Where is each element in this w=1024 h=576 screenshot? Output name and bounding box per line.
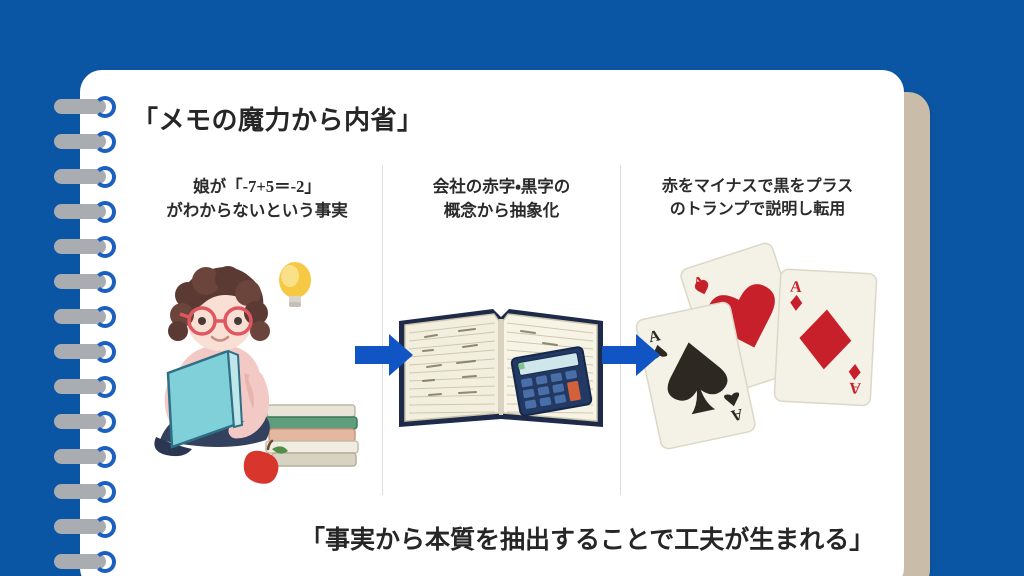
svg-text:A: A xyxy=(790,279,803,297)
column-transfer-heading-line1: 赤をマイナスで黒をプラス xyxy=(661,178,854,195)
column-divider-1 xyxy=(382,165,383,495)
spiral-ring xyxy=(52,166,122,188)
svg-text:A: A xyxy=(729,405,744,424)
spiral-ring xyxy=(52,306,122,328)
held-book-icon xyxy=(166,349,244,449)
bottom-caption: 「事実から本質を抽出することで工夫が生まれる」 xyxy=(300,527,875,554)
spiral-ring-bar xyxy=(54,414,106,429)
apple-icon xyxy=(243,439,288,484)
playing-cards-illustration: A A A A xyxy=(621,242,894,485)
spiral-ring xyxy=(52,516,122,538)
spiral-ring xyxy=(52,411,122,433)
spiral-ring-hook xyxy=(94,201,116,223)
spiral-ring-hook xyxy=(94,131,116,153)
card-ace-of-spades: A A xyxy=(635,301,756,450)
svg-text:A: A xyxy=(848,379,861,397)
book-stack xyxy=(264,404,359,467)
column-abstraction-heading-line2: 概念から抽象化 xyxy=(443,200,560,220)
spiral-ring xyxy=(52,551,122,573)
column-transfer-heading: 赤をマイナスで黒をプラス のトランプで説明し転用 xyxy=(621,175,894,221)
spiral-ring-bar xyxy=(54,134,106,149)
spiral-ring-hook xyxy=(94,516,116,538)
spiral-ring-bar xyxy=(54,204,106,219)
lightbulb-icon xyxy=(279,262,311,307)
column-abstraction: 会社の赤字・黒字の 概念から抽象化 xyxy=(383,165,620,495)
spiral-ring-hook xyxy=(94,481,116,503)
spiral-ring-hook xyxy=(94,306,116,328)
spiral-ring-hook xyxy=(94,551,116,573)
svg-text:A: A xyxy=(647,327,662,346)
girl-reading-illustration xyxy=(132,255,382,485)
spiral-ring xyxy=(52,236,122,258)
spiral-ring-bar xyxy=(54,239,106,254)
column-abstraction-heading: 会社の赤字・黒字の 概念から抽象化 xyxy=(383,175,620,223)
card-ace-of-diamonds: A A xyxy=(773,268,878,407)
column-abstraction-heading-line1: 会社の赤字・黒字の xyxy=(432,177,571,196)
page-title: 「メモの魔力から内省」 xyxy=(132,106,424,135)
column-fact-heading-line1: 娘が「-7+5＝-2」 xyxy=(193,177,321,196)
spiral-ring-bar xyxy=(54,169,106,184)
spiral-ring-hook xyxy=(94,166,116,188)
calculator-icon xyxy=(510,346,593,417)
column-fact-heading: 娘が「-7+5＝-2」 がわからないという事実 xyxy=(132,175,382,223)
column-divider-2 xyxy=(620,165,621,495)
spiral-ring-hook xyxy=(94,376,116,398)
spiral-ring-hook xyxy=(94,411,116,433)
spiral-binding xyxy=(52,96,132,576)
spiral-ring-hook xyxy=(94,446,116,468)
arrow-right-icon-2 xyxy=(602,332,660,378)
column-transfer: 赤をマイナスで黒をプラス のトランプで説明し転用 A A xyxy=(621,165,894,495)
spiral-ring xyxy=(52,481,122,503)
spiral-ring-hook xyxy=(94,341,116,363)
spiral-ring-bar xyxy=(54,274,106,289)
spiral-ring xyxy=(52,271,122,293)
spiral-ring-bar xyxy=(54,554,106,569)
columns-container: 娘が「-7+5＝-2」 がわからないという事実 xyxy=(132,165,894,495)
spiral-ring-bar xyxy=(54,344,106,359)
column-transfer-heading-line2: のトランプで説明し転用 xyxy=(669,201,846,219)
spiral-ring-bar xyxy=(54,379,106,394)
spiral-ring xyxy=(52,446,122,468)
ledger-book-calculator-illustration xyxy=(383,255,620,485)
spiral-ring xyxy=(52,96,122,118)
column-fact: 娘が「-7+5＝-2」 がわからないという事実 xyxy=(132,165,382,495)
spiral-ring-bar xyxy=(54,99,106,114)
spiral-ring xyxy=(52,376,122,398)
spiral-ring-bar xyxy=(54,449,106,464)
spiral-ring xyxy=(52,341,122,363)
spiral-ring-bar xyxy=(54,309,106,324)
spiral-ring-hook xyxy=(94,96,116,118)
spiral-ring-hook xyxy=(94,236,116,258)
arrow-right-icon-1 xyxy=(355,332,413,378)
column-fact-heading-line2: がわからないという事実 xyxy=(166,200,348,220)
glasses-icon xyxy=(179,306,253,336)
spiral-ring-bar xyxy=(54,519,106,534)
spiral-ring xyxy=(52,131,122,153)
spiral-ring-hook xyxy=(94,271,116,293)
spiral-ring-bar xyxy=(54,484,106,499)
spiral-ring xyxy=(52,201,122,223)
